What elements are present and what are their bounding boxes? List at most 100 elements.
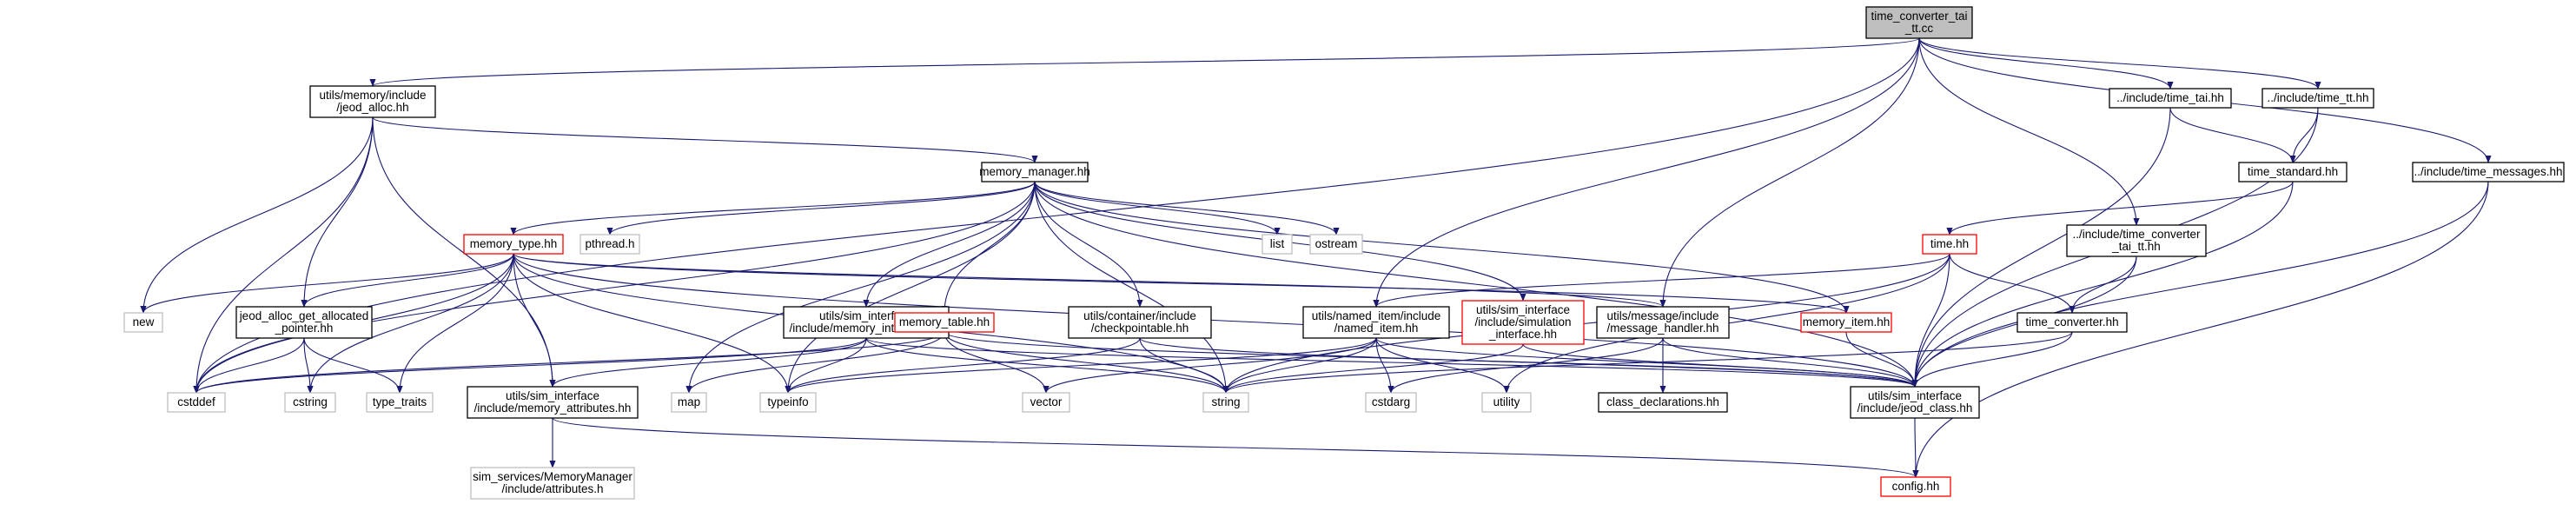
- node-box: [2109, 88, 2232, 109]
- edge-jeod-alloc-to-memory-attributes: [372, 116, 556, 388]
- node-box: [1850, 386, 1980, 419]
- edge-root-to-cstddef: [193, 37, 1920, 394]
- node-jagap[interactable]: jeod_alloc_get_allocated_pointer.hh: [235, 306, 373, 339]
- node-attributes-h: sim_services/MemoryManager/include/attri…: [470, 467, 635, 500]
- node-label: /include/attributes.h: [501, 482, 603, 495]
- node-checkpointable[interactable]: utils/container/include/checkpointable.h…: [1068, 306, 1212, 339]
- node-typeinfo: typeinfo: [759, 392, 817, 413]
- edge-time-hh-to-string: [1222, 253, 1950, 394]
- node-memory-table[interactable]: memory_table.hh: [894, 312, 995, 333]
- node-label: time_converter.hh: [2025, 315, 2118, 328]
- node-box: [759, 392, 817, 413]
- node-box: [1800, 312, 1892, 333]
- node-box: [1922, 234, 1977, 255]
- edge-time-converter-to-string: [1222, 331, 2073, 394]
- node-cstddef: cstddef: [167, 392, 226, 413]
- node-label: utility: [1493, 395, 1520, 408]
- edge-memory-manager-to-memory-item: [1034, 181, 1850, 314]
- node-cstdarg: cstdarg: [1365, 392, 1417, 413]
- node-label: /include/simulation: [1474, 315, 1571, 328]
- node-label: _tt.cc: [1904, 22, 1934, 35]
- edge-named-item-to-vector: [1043, 337, 1377, 394]
- node-memory-manager[interactable]: memory_manager.hh: [979, 162, 1090, 182]
- edge-checkpointable-to-string: [1139, 337, 1229, 394]
- node-time-tai[interactable]: ../include/time_tai.hh: [2109, 88, 2232, 109]
- edge-memory-interface-to-typeinfo: [785, 337, 867, 394]
- node-type-traits: type_traits: [366, 392, 434, 413]
- node-box: [467, 386, 639, 419]
- node-time-tt[interactable]: ../include/time_tt.hh: [2261, 88, 2374, 109]
- node-tctt[interactable]: ../include/time_converter_tai_tt.hh: [2066, 224, 2207, 257]
- node-box: [1068, 306, 1212, 339]
- edge-root-to-message-handler: [1659, 37, 1920, 308]
- edge-memory-interface-to-memory-attributes: [549, 337, 867, 388]
- node-time-messages[interactable]: ../include/time_messages.hh: [2412, 162, 2565, 182]
- edge-memory-manager-to-memory-type: [510, 181, 1036, 236]
- node-jeod-class[interactable]: utils/sim_interface/include/jeod_class.h…: [1850, 386, 1980, 419]
- edge-time-tt-to-time-standard: [2289, 107, 2319, 163]
- node-box: [123, 312, 163, 333]
- node-label: /include/memory_attributes.hh: [474, 402, 632, 415]
- node-label: utils/sim_interface: [506, 389, 599, 402]
- node-memory-item[interactable]: memory_item.hh: [1800, 312, 1892, 333]
- node-memory-attributes[interactable]: utils/sim_interface/include/memory_attri…: [467, 386, 639, 419]
- edge-memory-item-to-jeod-class: [1845, 331, 1918, 388]
- node-box: [671, 392, 707, 413]
- node-cstring: cstring: [284, 392, 336, 413]
- node-box: [1596, 306, 1730, 339]
- edge-jeod-class-to-config: [1912, 417, 1919, 478]
- edge-time-hh-to-jeod-class: [1911, 253, 1950, 388]
- node-label: utils/memory/include: [319, 89, 426, 102]
- edge-memory-attributes-to-config: [552, 417, 1919, 478]
- edge-jeod-alloc-to-memory-manager: [372, 116, 1038, 163]
- node-box: [284, 392, 336, 413]
- node-time-hh[interactable]: time.hh: [1922, 234, 1977, 255]
- node-simulation-interface[interactable]: utils/sim_interface/include/simulation_i…: [1461, 300, 1585, 345]
- node-pthread: pthread.h: [579, 234, 640, 255]
- edge-jagap-to-type-traits: [303, 337, 403, 394]
- edge-memory-table-to-cstddef: [193, 331, 945, 394]
- node-label: typeinfo: [767, 395, 808, 408]
- node-label: time_standard.hh: [2248, 165, 2338, 178]
- node-utility: utility: [1481, 392, 1532, 413]
- node-list: list: [1262, 234, 1293, 255]
- edge-named-item-to-typeinfo: [785, 337, 1377, 394]
- node-label: memory_item.hh: [1803, 315, 1891, 328]
- edge-checkpointable-to-typeinfo: [785, 337, 1141, 394]
- edge-time-hh-to-time-converter: [1949, 253, 2076, 314]
- edge-memory-type-to-cstring: [307, 253, 514, 394]
- edge-jagap-to-cstddef: [193, 337, 305, 394]
- node-box: [1302, 306, 1450, 339]
- node-box: [2238, 162, 2348, 182]
- edge-jagap-to-cstring: [303, 337, 314, 394]
- node-string: string: [1202, 392, 1249, 413]
- node-label: type_traits: [373, 395, 427, 408]
- node-ostream: ostream: [1309, 234, 1363, 255]
- node-box: [463, 234, 564, 255]
- node-root[interactable]: time_converter_tai_tt.cc: [1865, 6, 1973, 39]
- edge-time-tai-to-time-standard: [2169, 107, 2296, 163]
- node-class-declarations[interactable]: class_declarations.hh: [1598, 392, 1728, 413]
- node-label: ostream: [1315, 237, 1358, 250]
- node-named-item[interactable]: utils/named_item/include/named_item.hh: [1302, 306, 1450, 339]
- node-label: ../include/time_tt.hh: [2267, 91, 2368, 104]
- edge-memory-table-to-map: [685, 331, 945, 394]
- node-label: utils/sim_interface: [1868, 389, 1962, 402]
- node-message-handler[interactable]: utils/message/include/message_handler.hh: [1596, 306, 1730, 339]
- node-box: [1880, 476, 1951, 497]
- node-jeod-alloc[interactable]: utils/memory/include/jeod_alloc.hh: [309, 85, 436, 118]
- node-time-converter[interactable]: time_converter.hh: [2016, 312, 2128, 333]
- node-label: _pointer.hh: [275, 322, 334, 335]
- edge-root-to-time-tt: [1918, 37, 2321, 90]
- node-time-standard[interactable]: time_standard.hh: [2238, 162, 2348, 182]
- node-label: utils/container/include: [1083, 309, 1196, 322]
- node-box: [1598, 392, 1728, 413]
- node-label: pthread.h: [585, 237, 634, 250]
- node-box: [2066, 224, 2207, 257]
- node-config[interactable]: config.hh: [1880, 476, 1951, 497]
- node-box: [1309, 234, 1363, 255]
- node-memory-type[interactable]: memory_type.hh: [463, 234, 564, 255]
- edge-root-to-jeod-alloc: [369, 37, 1920, 87]
- node-label: /named_item.hh: [1334, 322, 1419, 335]
